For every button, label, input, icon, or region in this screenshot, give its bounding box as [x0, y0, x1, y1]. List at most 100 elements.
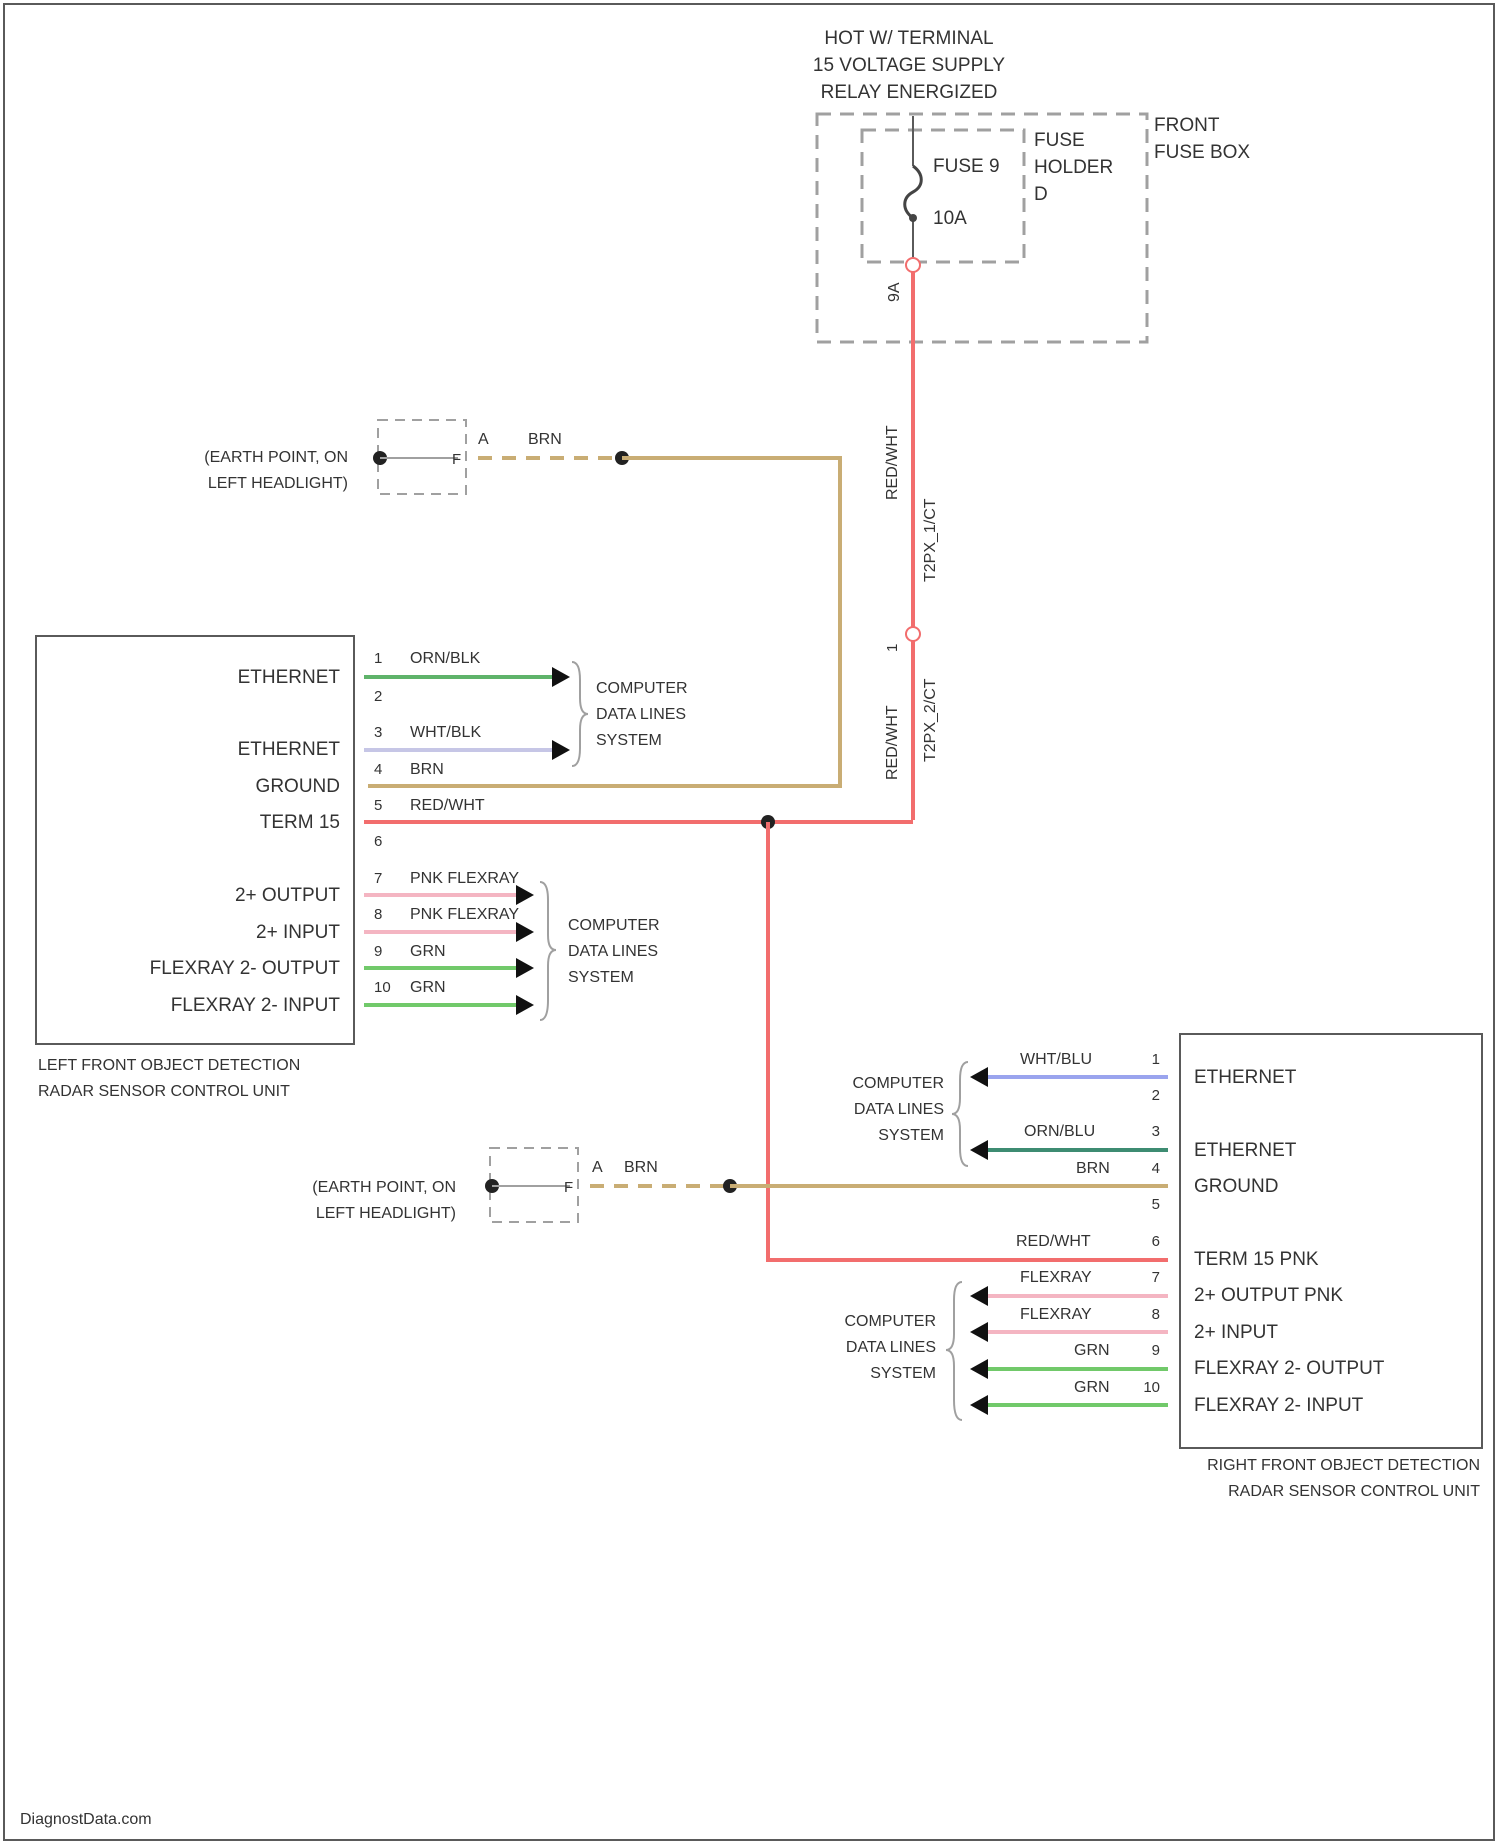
right-cdls-2-line3: SYSTEM: [870, 1365, 936, 1382]
supply-connector-pin: 1: [884, 644, 901, 652]
left-pin-7: 7: [374, 870, 382, 887]
left-label-ground: GROUND: [256, 776, 340, 797]
earth2-terminal: A: [592, 1159, 603, 1176]
fuse-terminal: 9A: [886, 282, 903, 302]
right-pin-2: 2: [1152, 1087, 1160, 1104]
right-label-output: 2+ OUTPUT PNK: [1194, 1285, 1343, 1306]
right-wire-color-4: RED/WHT: [1016, 1233, 1091, 1250]
left-wire-color-8: GRN: [410, 979, 446, 996]
left-wire-color-4: RED/WHT: [410, 797, 485, 814]
right-wire-color-3: BRN: [1076, 1160, 1110, 1177]
earth2-label-line1: (EARTH POINT, ON: [312, 1179, 456, 1196]
fuse-terminal-pin: [906, 258, 920, 272]
right-arrow-3-icon: [970, 1286, 988, 1306]
footer-watermark: DiagnostData.com: [20, 1811, 152, 1828]
earth1-label-line2: LEFT HEADLIGHT): [208, 475, 348, 492]
right-cdls-2-line2: DATA LINES: [846, 1339, 936, 1356]
left-pin-8: 8: [374, 906, 382, 923]
earth1-label-line1: (EARTH POINT, ON: [204, 449, 348, 466]
earth2-wire-color: BRN: [624, 1159, 658, 1176]
right-arrow-6-icon: [970, 1395, 988, 1415]
right-cdls-brace-2: [946, 1282, 962, 1420]
left-label-term15: TERM 15: [260, 812, 340, 833]
right-unit-title-line2: RADAR SENSOR CONTROL UNIT: [1228, 1483, 1480, 1500]
right-wire-color-8: GRN: [1074, 1379, 1110, 1396]
fuse-holder-outline: [862, 130, 1024, 262]
right-arrow-2-icon: [970, 1140, 988, 1160]
left-cdls-2-line3: SYSTEM: [568, 969, 634, 986]
right-arrow-1-icon: [970, 1067, 988, 1087]
right-arrow-5-icon: [970, 1359, 988, 1379]
right-cdls-brace-1: [952, 1062, 968, 1166]
left-cdls-2-line2: DATA LINES: [568, 943, 658, 960]
right-pin-7: 7: [1152, 1269, 1160, 1286]
inline-connector-pin: [906, 627, 920, 641]
left-label-flexray-output: FLEXRAY 2- OUTPUT: [150, 958, 341, 979]
right-cdls-1-line2: DATA LINES: [854, 1101, 944, 1118]
left-arrow-5-icon: [516, 958, 534, 978]
right-pin-5: 5: [1152, 1196, 1160, 1213]
left-label-flexray-input: FLEXRAY 2- INPUT: [171, 995, 341, 1016]
left-label-ethernet-1: ETHERNET: [238, 667, 341, 688]
fuse-box-title-line1: FRONT: [1154, 115, 1220, 136]
left-wire-color-2: WHT/BLK: [410, 724, 481, 741]
right-wire-color-5: FLEXRAY: [1020, 1269, 1092, 1286]
left-pin-9: 9: [374, 943, 382, 960]
left-label-ethernet-2: ETHERNET: [238, 739, 341, 760]
right-pin-8: 8: [1152, 1306, 1160, 1323]
diagram-border: [4, 4, 1494, 1840]
earth2-pin: F: [564, 1179, 573, 1196]
earth2-label-line2: LEFT HEADLIGHT): [316, 1205, 456, 1222]
right-wire-color-6: FLEXRAY: [1020, 1306, 1092, 1323]
supply-connector-upper: T2PX_1/CT: [922, 498, 939, 582]
right-pin-9: 9: [1152, 1342, 1160, 1359]
left-arrow-1-icon: [552, 667, 570, 687]
right-unit-title-line1: RIGHT FRONT OBJECT DETECTION: [1207, 1457, 1480, 1474]
right-label-input: 2+ INPUT: [1194, 1322, 1278, 1343]
fuse-holder-label-line1: FUSE: [1034, 130, 1085, 151]
right-pin-3: 3: [1152, 1123, 1160, 1140]
right-label-flexray-output: FLEXRAY 2- OUTPUT: [1194, 1358, 1385, 1379]
left-cdls-1-line3: SYSTEM: [596, 732, 662, 749]
fuse-rating: 10A: [933, 208, 967, 229]
left-label-output: 2+ OUTPUT: [235, 885, 340, 906]
fuse-holder-label-line2: HOLDER: [1034, 157, 1113, 178]
supply-label-line1: HOT W/ TERMINAL: [824, 28, 993, 49]
left-unit-box: [36, 636, 354, 1044]
left-arrow-4-icon: [516, 922, 534, 942]
right-wire-color-7: GRN: [1074, 1342, 1110, 1359]
left-cdls-brace-2: [540, 882, 556, 1020]
left-pin-6: 6: [374, 833, 382, 850]
left-pin-2: 2: [374, 688, 382, 705]
earth1-terminal: A: [478, 431, 489, 448]
fuse-holder-label-line3: D: [1034, 184, 1048, 205]
left-arrow-6-icon: [516, 995, 534, 1015]
term15-branch-red-wht: [768, 822, 1168, 1260]
left-wire-color-5: PNK FLEXRAY: [410, 870, 519, 887]
left-pin-5: 5: [374, 797, 382, 814]
right-label-flexray-input: FLEXRAY 2- INPUT: [1194, 1395, 1364, 1416]
left-cdls-2-line1: COMPUTER: [568, 917, 660, 934]
right-cdls-1-line3: SYSTEM: [878, 1127, 944, 1144]
left-label-input: 2+ INPUT: [256, 922, 340, 943]
supply-wire-color-lower: RED/WHT: [884, 705, 901, 780]
right-pin-1: 1: [1152, 1051, 1160, 1068]
fuse-node: [909, 214, 917, 222]
right-cdls-1-line1: COMPUTER: [852, 1075, 944, 1092]
left-unit-title-line1: LEFT FRONT OBJECT DETECTION: [38, 1057, 300, 1074]
supply-label-line3: RELAY ENERGIZED: [821, 82, 998, 103]
fuse-box-title-line2: FUSE BOX: [1154, 142, 1250, 163]
left-pin-10: 10: [374, 979, 391, 996]
right-unit-box: [1180, 1034, 1482, 1448]
left-wire-color-3: BRN: [410, 761, 444, 778]
left-wire-color-1: ORN/BLK: [410, 650, 481, 667]
right-label-ground: GROUND: [1194, 1176, 1278, 1197]
right-pin-10: 10: [1143, 1379, 1160, 1396]
supply-label-line2: 15 VOLTAGE SUPPLY: [813, 55, 1006, 76]
right-pin-4: 4: [1152, 1160, 1160, 1177]
fuse-name: FUSE 9: [933, 156, 1000, 177]
left-cdls-1-line1: COMPUTER: [596, 680, 688, 697]
left-cdls-brace-1: [572, 662, 588, 766]
